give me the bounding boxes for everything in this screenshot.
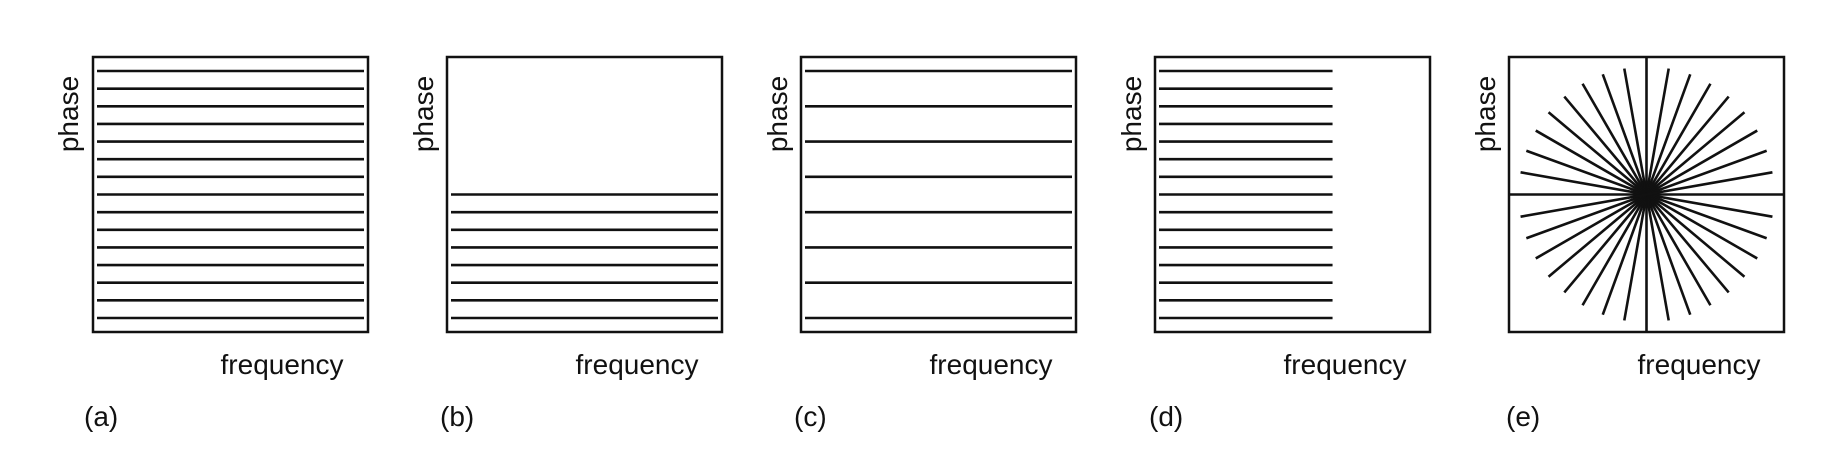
panel-b: phase frequency (b) bbox=[408, 55, 724, 432]
panel-e: phase frequency (e) bbox=[1470, 55, 1786, 432]
pattern-lines bbox=[805, 69, 1072, 320]
panel-d: phase frequency (d) bbox=[1116, 55, 1432, 432]
panel-caption: (b) bbox=[440, 401, 474, 432]
y-axis-label: phase bbox=[1116, 76, 1147, 152]
panel-c: phase frequency (c) bbox=[762, 55, 1078, 432]
panel-caption: (d) bbox=[1149, 401, 1183, 432]
pattern-lines bbox=[97, 69, 364, 320]
panel-caption: (a) bbox=[84, 401, 118, 432]
y-axis-label: phase bbox=[1470, 76, 1501, 152]
x-axis-label: frequency bbox=[221, 349, 344, 380]
x-axis-label: frequency bbox=[930, 349, 1053, 380]
y-axis-label: phase bbox=[53, 76, 84, 152]
x-axis-label: frequency bbox=[1638, 349, 1761, 380]
pattern-lines bbox=[1509, 57, 1784, 332]
pattern-lines bbox=[1159, 69, 1333, 320]
x-axis-label: frequency bbox=[1284, 349, 1407, 380]
pattern-line bbox=[1520, 171, 1773, 218]
panel-a: phase frequency (a) bbox=[53, 55, 370, 432]
panel-caption: (c) bbox=[794, 401, 827, 432]
panel-caption: (e) bbox=[1506, 401, 1540, 432]
plot-frame bbox=[799, 55, 1078, 334]
pattern-lines bbox=[451, 193, 718, 320]
y-axis-label: phase bbox=[762, 76, 793, 152]
y-axis-label: phase bbox=[408, 76, 439, 152]
x-axis-label: frequency bbox=[576, 349, 699, 380]
